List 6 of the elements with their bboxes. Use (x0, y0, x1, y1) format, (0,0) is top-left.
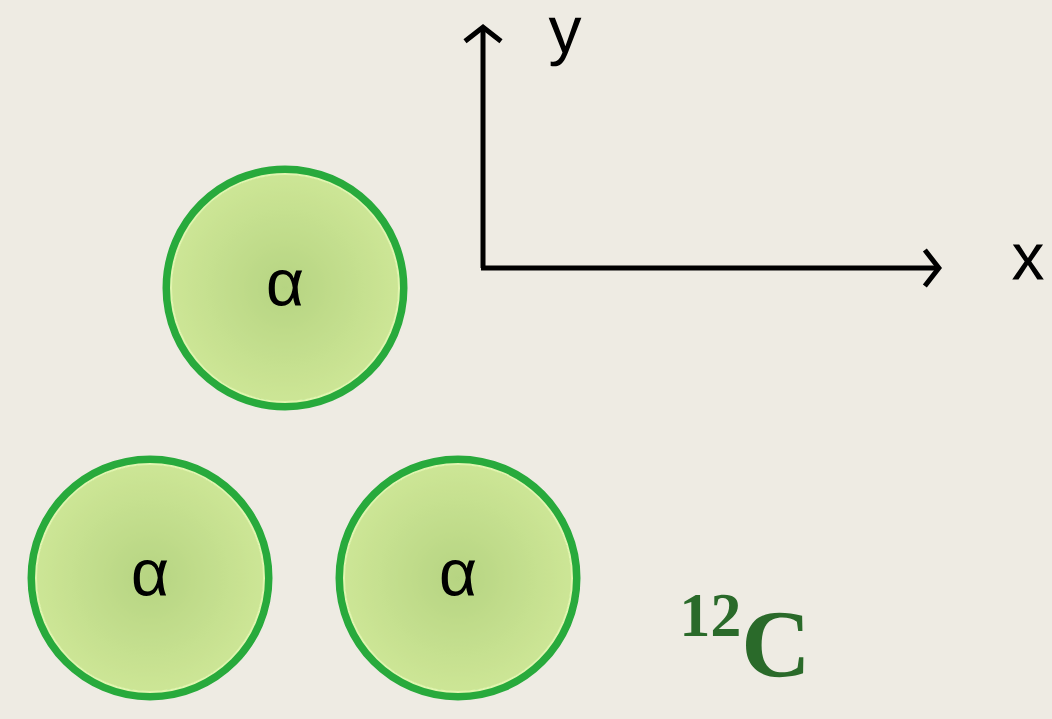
axis-label: y (548, 17, 582, 67)
isotope-label: $^{12}$C (684, 594, 804, 678)
alpha-particle: α (335, 455, 581, 701)
axis-label: x (1012, 244, 1044, 280)
alpha-particle: α (162, 165, 408, 411)
alpha-particle: α (27, 455, 273, 701)
